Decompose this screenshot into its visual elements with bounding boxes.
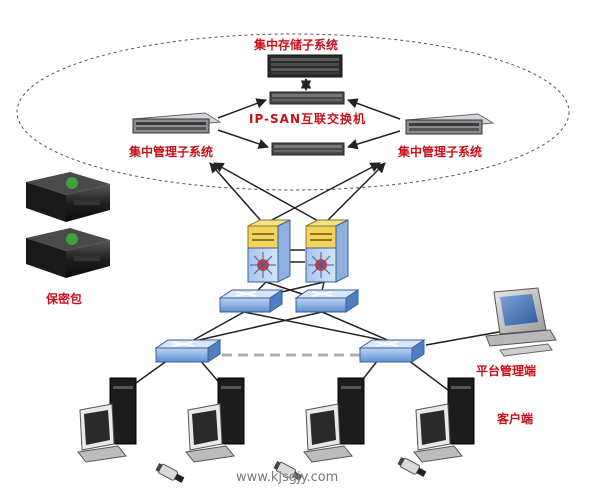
desktop-workstation-icon	[185, 377, 245, 463]
desktop-workstation-icon	[303, 377, 365, 463]
storage-array-icon	[267, 54, 343, 78]
workgroup-switch-icon	[294, 289, 360, 313]
core-switch-icon	[305, 219, 349, 283]
platform-admin-label: 平台管理端	[476, 364, 537, 378]
desktop-workstation-icon	[77, 377, 137, 463]
desktop-workstation-icon	[413, 377, 475, 463]
rack-server-icon	[131, 112, 222, 134]
uplink-arrows	[209, 162, 386, 223]
core-switch-icon	[247, 219, 291, 283]
core-links	[189, 281, 393, 343]
safe-box-label: 保密包	[46, 292, 83, 306]
network-switch-icon	[269, 91, 345, 105]
storage-zone-boundary	[16, 33, 570, 191]
mgmt-subsystem-left-label: 集中管理子系统	[129, 145, 214, 159]
storage-subsystem-label: 集中存储子系统	[254, 38, 339, 52]
usb-key-icon	[273, 461, 303, 481]
game-console-icon	[26, 172, 110, 222]
workgroup-switch-icon	[154, 339, 222, 363]
game-console-icon	[26, 228, 110, 278]
workgroup-switch-icon	[218, 289, 284, 313]
rack-server-icon	[404, 113, 495, 135]
crt-monitor-icon	[485, 287, 557, 357]
san-connections	[217, 98, 401, 150]
usb-key-icon	[397, 457, 427, 477]
usb-key-icon	[155, 463, 185, 483]
client-label: 客户端	[497, 412, 534, 426]
network-switch-icon	[271, 142, 345, 156]
ipsan-switch-label: IP-SAN互联交换机	[246, 110, 370, 127]
mgmt-subsystem-right-label: 集中管理子系统	[398, 145, 483, 159]
watermark: www.kjsgjy.com	[236, 470, 339, 485]
workgroup-switch-icon	[358, 339, 426, 363]
